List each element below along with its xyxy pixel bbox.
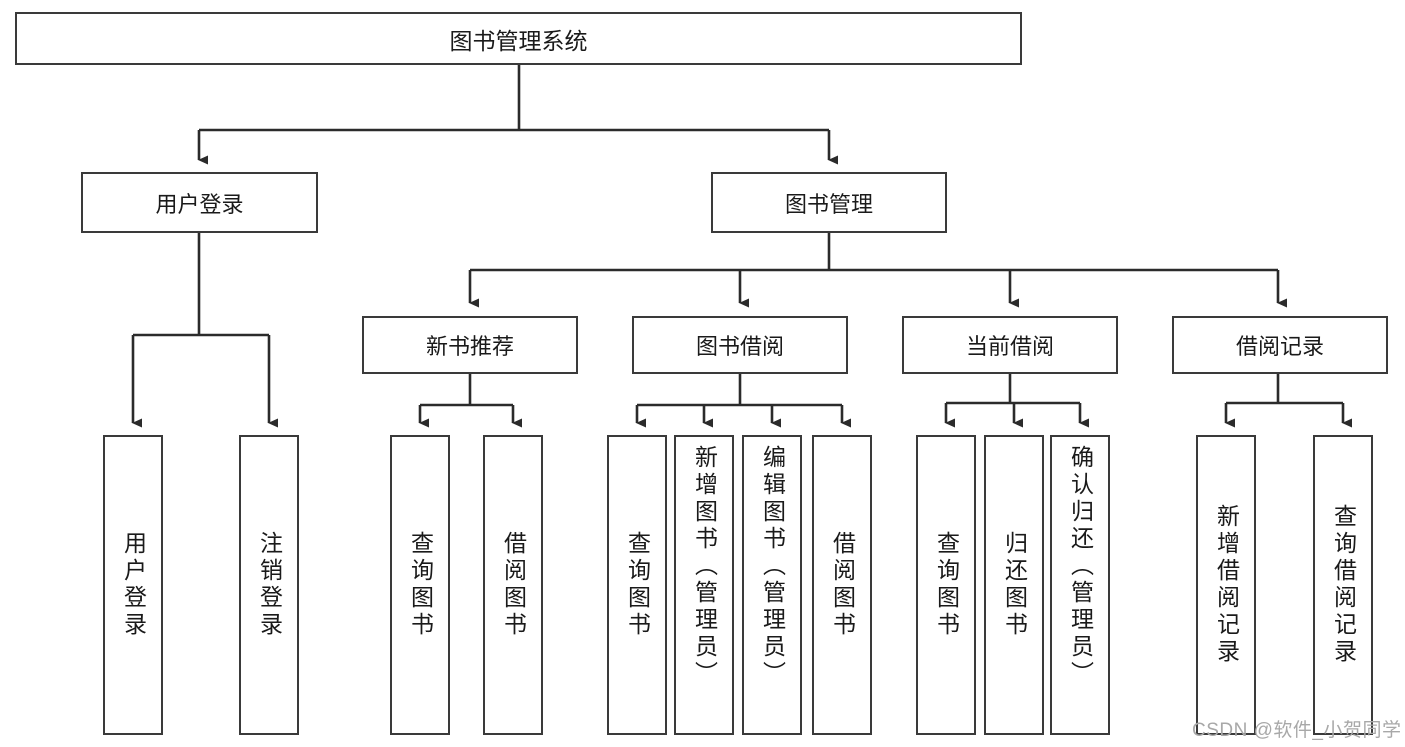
leaf-book-borrow-query[interactable]: 查询图书	[607, 435, 667, 735]
leaf-current-borrow-confirm-return[interactable]: 确认归还（管理员）	[1050, 435, 1110, 735]
leaf-borrow-record-query[interactable]: 查询借阅记录	[1313, 435, 1373, 735]
node-label: 图书借阅	[695, 334, 784, 359]
node-label: 查询借阅记录	[1330, 504, 1357, 666]
node-label: 借阅记录	[1235, 334, 1324, 359]
node-book-borrow[interactable]: 图书借阅	[632, 316, 848, 374]
leaf-borrow-record-add[interactable]: 新增借阅记录	[1196, 435, 1256, 735]
node-label: 借阅图书	[829, 531, 856, 639]
node-label: 归还图书	[1001, 531, 1028, 639]
node-label: 图书管理	[784, 191, 873, 217]
leaf-user-login-logout[interactable]: 注销登录	[239, 435, 299, 735]
node-label: 用户登录	[120, 531, 147, 639]
leaf-new-book-borrow[interactable]: 借阅图书	[483, 435, 543, 735]
node-label: 编辑图书（管理员）	[759, 445, 786, 688]
node-book-management[interactable]: 图书管理	[711, 172, 947, 233]
leaf-book-borrow-add[interactable]: 新增图书（管理员）	[674, 435, 734, 735]
node-user-login[interactable]: 用户登录	[81, 172, 318, 233]
node-label: 当前借阅	[965, 334, 1054, 359]
csdn-watermark: CSDN @软件_小贺同学	[1192, 720, 1402, 741]
leaf-user-login-login[interactable]: 用户登录	[103, 435, 163, 735]
leaf-new-book-query[interactable]: 查询图书	[390, 435, 450, 735]
node-label: 用户登录	[155, 191, 244, 217]
node-label: 新书推荐	[425, 334, 514, 359]
node-label: 确认归还（管理员）	[1067, 445, 1094, 688]
node-label: 查询图书	[933, 531, 960, 639]
node-label: 新增借阅记录	[1213, 504, 1240, 666]
node-root-system[interactable]: 图书管理系统	[15, 12, 1022, 65]
node-label: 图书管理系统	[449, 27, 588, 54]
leaf-book-borrow-edit[interactable]: 编辑图书（管理员）	[742, 435, 802, 735]
leaf-book-borrow-borrow[interactable]: 借阅图书	[812, 435, 872, 735]
leaf-current-borrow-query[interactable]: 查询图书	[916, 435, 976, 735]
node-label: 查询图书	[624, 531, 651, 639]
node-label: 新增图书（管理员）	[691, 445, 718, 688]
node-label: 注销登录	[256, 531, 283, 639]
node-new-book-recommend[interactable]: 新书推荐	[362, 316, 578, 374]
node-borrow-record[interactable]: 借阅记录	[1172, 316, 1388, 374]
node-label: 借阅图书	[500, 531, 527, 639]
leaf-current-borrow-return[interactable]: 归还图书	[984, 435, 1044, 735]
node-current-borrow[interactable]: 当前借阅	[902, 316, 1118, 374]
node-label: 查询图书	[407, 531, 434, 639]
